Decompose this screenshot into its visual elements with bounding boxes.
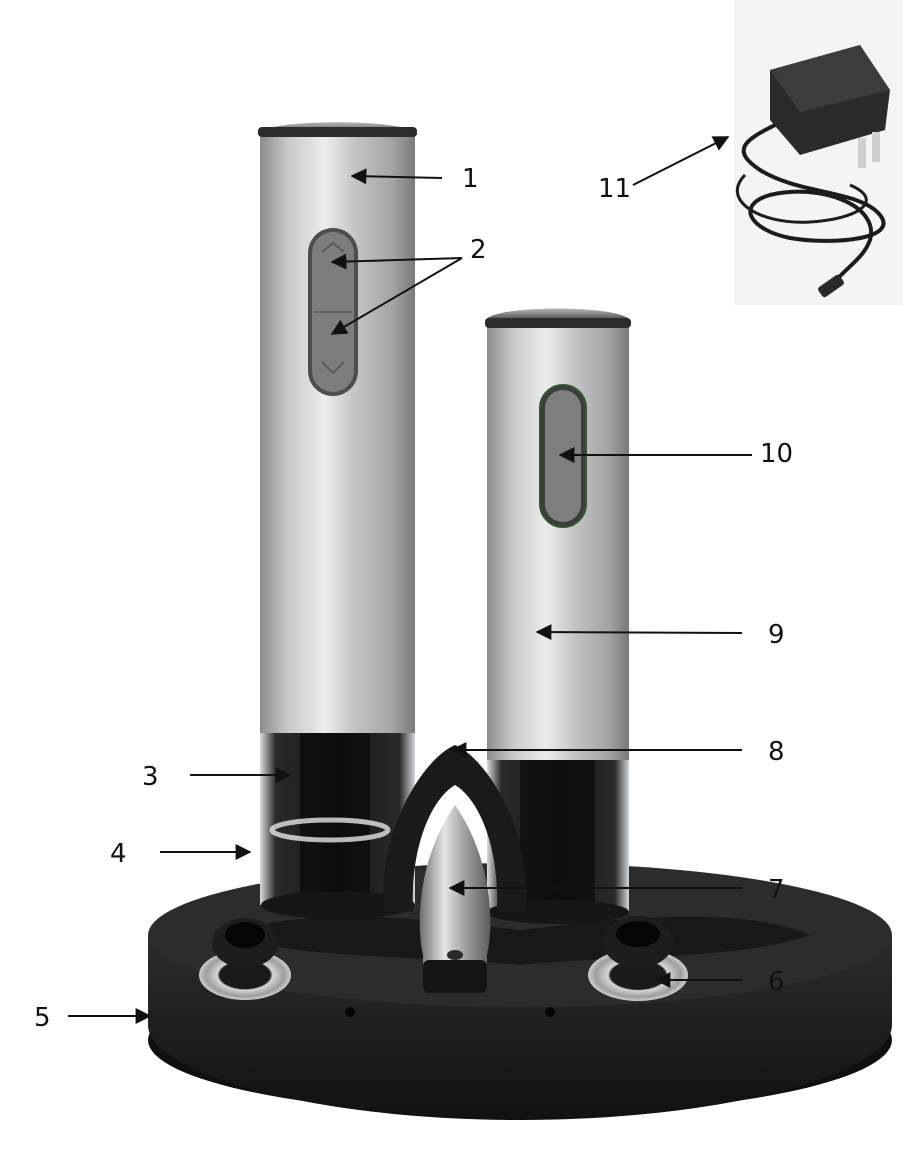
vacuum-stopper-right bbox=[588, 916, 688, 1001]
callout-5-label: 5 bbox=[34, 1003, 51, 1033]
base-stand bbox=[148, 863, 892, 1120]
callout-9-label: 9 bbox=[768, 620, 785, 650]
callout-10-label: 10 bbox=[760, 439, 793, 469]
up-arrow-icon bbox=[321, 241, 345, 253]
ac-adapter bbox=[734, 0, 903, 305]
callout-3-label: 3 bbox=[142, 762, 159, 792]
callout-6-label: 6 bbox=[768, 967, 785, 997]
callout-9-leader bbox=[535, 624, 743, 641]
vacuum-stopper-left bbox=[199, 918, 291, 1000]
callout-4-label: 4 bbox=[110, 839, 127, 869]
callout-2-leader-down bbox=[330, 257, 463, 335]
callout-7-label: 7 bbox=[768, 875, 785, 905]
callouts: 1 2 3 4 5 6 7 8 9 10 11 bbox=[34, 136, 793, 1033]
callout-2-leader-up bbox=[330, 253, 463, 270]
callout-8-label: 8 bbox=[768, 737, 785, 767]
foil-cutter-holder bbox=[383, 745, 527, 912]
callout-11-leader bbox=[632, 136, 730, 186]
callout-1-leader bbox=[350, 168, 443, 185]
down-arrow-icon bbox=[321, 361, 345, 375]
callout-11-label: 11 bbox=[598, 174, 631, 204]
up-down-buttons bbox=[308, 228, 358, 396]
foil-cutter bbox=[419, 805, 491, 993]
callout-2-label: 2 bbox=[470, 235, 487, 265]
callout-1-label: 1 bbox=[462, 164, 479, 194]
